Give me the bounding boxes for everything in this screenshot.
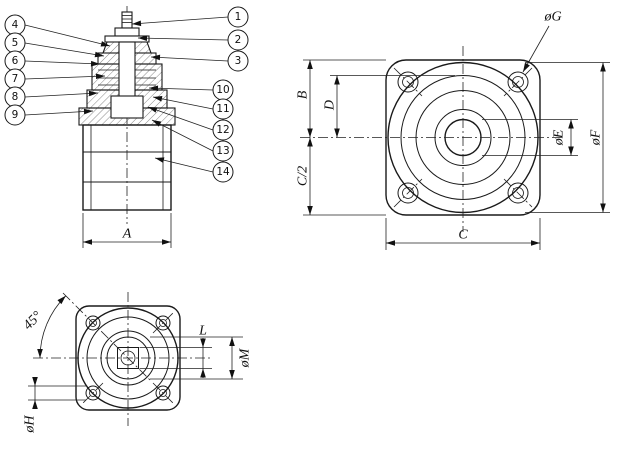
balloon-9: 9 [4,104,94,126]
front-view: B D C/2 C øE [296,10,610,250]
dim-angle-45: 45° [21,295,67,359]
balloon-10: 10 [148,79,234,101]
balloon-13-label: 13 [216,145,229,157]
balloon-circle [212,140,234,162]
dim-M: øM [150,336,253,380]
balloon-circle [227,50,249,72]
balloon-7-label: 7 [12,73,19,85]
balloon-2-label: 2 [235,34,242,46]
balloon-4-label: 4 [12,19,19,31]
balloon-11-label: 11 [216,103,229,115]
balloon-7: 7 [4,68,106,90]
ball-cavity [110,95,144,119]
dim-C-half-label: C/2 [296,166,311,186]
balloon-1: 1 [131,6,249,28]
balloon-11: 11 [152,96,234,120]
balloon-12-label: 12 [216,124,229,136]
dim-C: C [385,218,541,250]
balloon-12: 12 [147,106,234,141]
balloon-13: 13 [151,119,234,162]
dim-M-label: øM [238,347,253,368]
balloon-circle [212,161,234,183]
balloon-10-label: 10 [216,84,229,96]
dim-A: A [82,213,172,248]
stop-plate [104,35,150,43]
stem-nut [114,27,140,37]
dim-angle-label: 45° [21,308,46,333]
dim-F-label: øF [589,129,604,146]
balloon-circle [227,6,249,28]
balloon-6: 6 [4,50,101,72]
dim-L-label: L [198,324,207,339]
balloon-8-label: 8 [12,91,19,103]
valve-body [82,124,172,211]
balloon-14-label: 14 [216,166,230,178]
balloon-2: 2 [137,29,249,51]
dim-C-half: C/2 [296,137,313,215]
dim-L: L [139,324,212,378]
balloon-1-label: 1 [235,11,242,23]
dim-E: øE [482,119,578,156]
dim-B-label: B [296,90,311,99]
dim-G: øG [522,10,562,73]
balloon-6-label: 6 [12,55,19,67]
balloon-circle [227,29,249,51]
dim-G-label: øG [543,10,561,25]
section-view: A 1 2 3 4 5 6 [4,6,249,248]
balloon-8: 8 [4,86,99,108]
balloon-5-label: 5 [12,37,19,49]
dim-A-label: A [122,227,132,242]
bolt-holes-front [393,67,533,208]
stem-stud [121,11,133,29]
dim-C-label: C [458,228,468,243]
balloon-14: 14 [154,157,234,183]
balloon-circle [212,119,234,141]
balloon-circle [4,104,26,126]
balloon-circle [212,98,234,120]
dim-E-label: øE [552,129,567,146]
balloon-3: 3 [150,50,249,72]
dim-B: B [296,60,313,138]
balloon-4: 4 [4,14,111,47]
bolt-holes-top [82,312,174,404]
top-view: 45° L øM øH [21,292,253,434]
dim-F: øF [525,62,610,213]
balloon-9-label: 9 [12,109,19,121]
balloon-3-label: 3 [235,55,242,67]
stem [118,41,136,105]
top-diagonal-centerline [62,292,153,383]
balloon-5: 5 [4,32,105,58]
dim-H: øH [23,377,86,434]
dim-H-label: øH [23,415,38,434]
dim-D-label: D [323,100,338,111]
dim-D: D [323,75,340,138]
